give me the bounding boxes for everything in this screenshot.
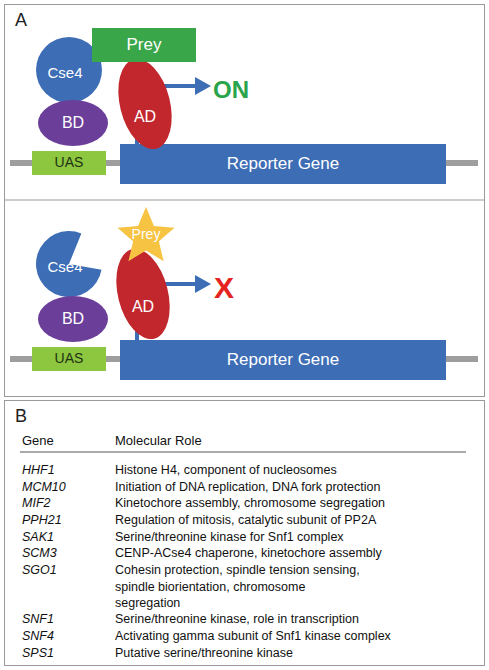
arrow-head [195,77,211,95]
status-on: ON [213,76,249,105]
gene-role: CENP-ACse4 chaperone, kinetochore assemb… [115,545,475,562]
node-label: Cse4 [40,252,90,282]
shape-fill [110,53,181,154]
node-label: Cse4 [40,58,90,88]
shape-fill [92,28,196,62]
gene-name: SNF4 [22,628,54,645]
node-label: BD [38,296,108,342]
shape-outline [116,248,170,340]
table-header: Gene [22,433,54,449]
gene-name: SCM3 [22,545,57,562]
table-rule [20,452,466,453]
shape-fill [32,151,106,175]
gene-role: Serine/threonine kinase, role in transcr… [115,611,475,628]
gene-role: Kinetochore assembly, chromosome segrega… [115,495,475,512]
gene-name: SAK1 [22,529,54,546]
cse4-protein: Cse4 [36,230,102,298]
reporter-gene: Reporter Gene [120,340,446,380]
shape-fill [38,296,108,342]
shape-fill [120,144,446,184]
gene-name: PPH21 [22,512,62,529]
shape-fill [108,243,179,344]
node-label: Reporter Gene [120,340,446,380]
table-header: Molecular Role [115,433,202,449]
node-label: UAS [32,151,106,175]
panel-letter: A [15,10,27,32]
prey-protein: Prey [92,28,196,62]
shape-fill [36,231,101,297]
gene-role: Regulation of mitosis, catalytic subunit… [115,512,475,529]
panel-frame [5,401,485,666]
reporter-gene: Reporter Gene [120,144,446,184]
shape-fill [120,340,446,380]
gene-name: HHF1 [22,462,55,479]
node-label: UAS [32,347,106,371]
binding-domain: BD [38,100,108,146]
node-label: Prey [116,220,176,250]
uas-element: UAS [32,347,106,371]
gene-role: Histone H4, component of nucleosomes [115,462,475,479]
binding-domain: BD [38,296,108,342]
gene-role: Initiation of DNA replication, DNA fork … [115,479,475,496]
activation-domain: AD [118,58,172,150]
prey-protein: Prey [116,206,176,262]
arrow-head [195,275,211,293]
gene-name: MIF2 [22,495,50,512]
node-label: Reporter Gene [120,144,446,184]
node-label: AD [118,292,168,322]
activation-domain: AD [116,248,170,340]
shape-fill [38,100,108,146]
uas-element: UAS [32,151,106,175]
node-label: AD [120,102,170,132]
node-label: BD [38,100,108,146]
gene-name: SGO1 [22,562,57,579]
gene-role: Cohesin protection, spindle tension sens… [115,562,367,612]
shape-fill [32,347,106,371]
gene-name: SNF1 [22,611,54,628]
gene-role: Activating gamma subunit of Snf1 kinase … [115,628,475,645]
gene-name: SPS1 [22,645,54,662]
panel-letter: B [15,406,27,428]
status-off: X [214,270,234,306]
gene-role: Putative serine/threonine kinase [115,645,475,662]
gene-role: Serine/threonine kinase for Snf1 complex [115,529,475,546]
gene-name: MCM10 [22,479,66,496]
shape-outline [118,58,172,150]
panel-divider [5,200,485,201]
node-label: Prey [92,28,196,62]
panel-frame [5,5,485,397]
